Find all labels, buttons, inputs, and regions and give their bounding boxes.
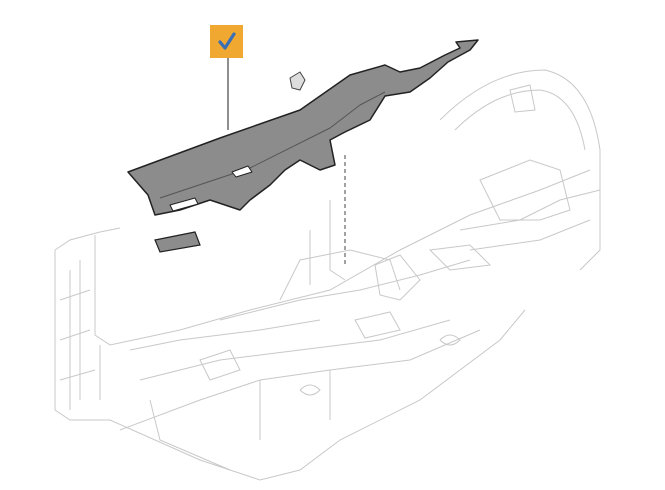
- vehicle-body-outline: [54, 69, 601, 481]
- highlighted-part-insulator[interactable]: [127, 39, 479, 216]
- clip-part[interactable]: [289, 71, 306, 91]
- small-pad-part[interactable]: [154, 231, 201, 253]
- select-part-checkbox[interactable]: [210, 25, 243, 58]
- check-icon: [218, 32, 236, 50]
